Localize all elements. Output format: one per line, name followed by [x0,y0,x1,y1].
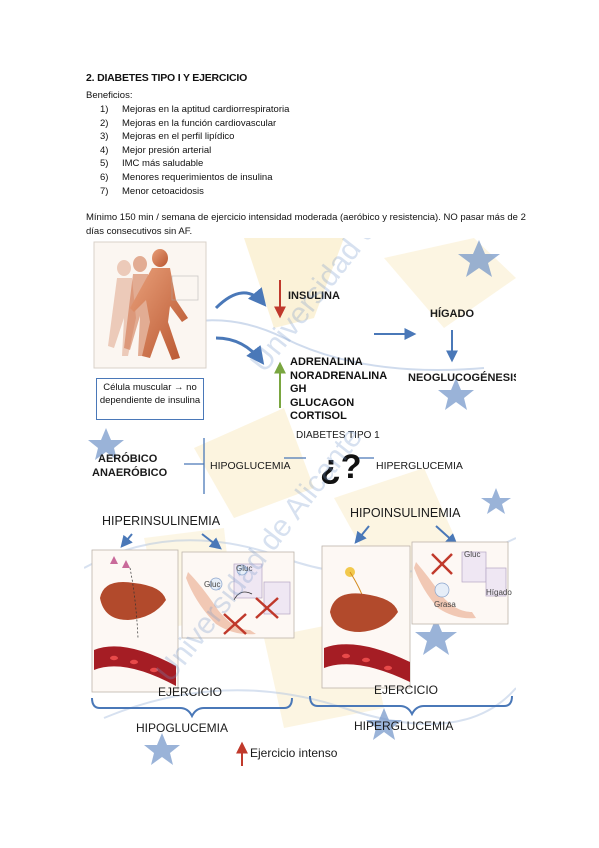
hiperinsulinemia-label: HIPERINSULINEMIA [102,514,221,528]
hiperglucemia-top-label: HIPERGLUCEMIA [376,460,463,472]
hipoinsulinemia-label: HIPOINSULINEMIA [350,506,461,520]
arrow-to-insulina [214,287,267,310]
ejercicio-right-label: EJERCICIO [374,683,439,697]
liver-bloodstream-panel-left [91,549,179,693]
arrow-hipoinsulinemia-right [435,525,458,546]
higado-tag-right: Hígado [486,588,512,597]
gluc-tag-left: Gluc [236,564,253,573]
higado-label: HÍGADO [430,308,474,320]
exercise-recommendation: Mínimo 150 min / semana de ejercicio int… [86,212,526,237]
diabetes-exercise-figure: INSULINA HÍGADO ADRENALINA NORADRENALINA… [84,238,516,773]
hipoglucemia-top-label: HIPOGLUCEMIA [210,460,291,472]
benefits-heading: Beneficios: [86,90,133,101]
hormone-adrenalina: ADRENALINA [290,356,363,368]
diabetes-tipo-1-label: DIABETES TIPO 1 [296,430,380,441]
hormone-glucagon: GLUCAGON [290,396,355,409]
gluc-tag-right: Gluc [464,550,481,559]
hormone-noradrenalina: NORADRENALINA [290,369,388,382]
muscle-glucose-panel-left [181,551,295,639]
hipoglucemia-hiperglucemia-connector [184,438,374,494]
list-item: 1)Mejoras en la aptitud cardiorrespirato… [100,104,290,115]
insulina-label: INSULINA [288,290,340,302]
question-mark: ¿? [320,448,362,486]
counterregulatory-hormones: ADRENALINA NORADRENALINA GH GLUCAGON COR… [290,356,387,424]
liver-bloodstream-panel-right [321,545,411,689]
ejercicio-left-label: EJERCICIO [158,685,223,699]
gluc-tag-left-2: Gluc [204,580,221,589]
arrow-to-hormones [215,336,265,365]
grasa-tag-right: Grasa [434,600,456,609]
arrow-hipoinsulinemia-left [354,525,370,544]
muscle-cell-note: Célula muscular → no dependiente de insu… [96,378,204,420]
figure-graphics [84,238,516,766]
list-item: 2)Mejoras en la función cardiovascular [100,117,277,129]
ejercicio-intenso-label: Ejercicio intenso [250,746,338,760]
anaerobico-label: ANAERÓBICO [92,467,168,479]
benefits-list: 1)Mejoras en la aptitud cardiorrespirato… [100,103,289,198]
arrow-hiperinsulinemia-right [201,533,222,550]
muscular-runner-image [93,241,207,369]
hormone-gh: GH [290,383,307,395]
hiperglucemia-bottom-label: HIPERGLUCEMIA [354,719,454,733]
list-item: 4)Mejor presión arterial [100,144,212,156]
section-title: 2. DIABETES TIPO I Y EJERCICIO [86,72,248,84]
aerobico-label: AERÓBICO [98,453,158,465]
list-item: 6)Menores requerimientos de insulina [100,171,273,183]
hormone-cortisol: CORTISOL [290,410,347,422]
watermark-stars [88,240,511,765]
arrow-hiperinsulinemia-left [120,533,133,548]
hipoglucemia-bottom-label: HIPOGLUCEMIA [136,721,229,735]
neoglucogenesis-label: NEOGLUCOGÉNESIS [408,372,516,384]
list-item: 3)Mejoras en el perfil lipídico [100,131,235,143]
muscle-glucose-panel-right [411,541,509,625]
ejercicio-braces [91,695,513,719]
list-item: 7)Menor cetoacidosis [100,185,204,197]
list-item: 5)IMC más saludable [100,158,204,170]
